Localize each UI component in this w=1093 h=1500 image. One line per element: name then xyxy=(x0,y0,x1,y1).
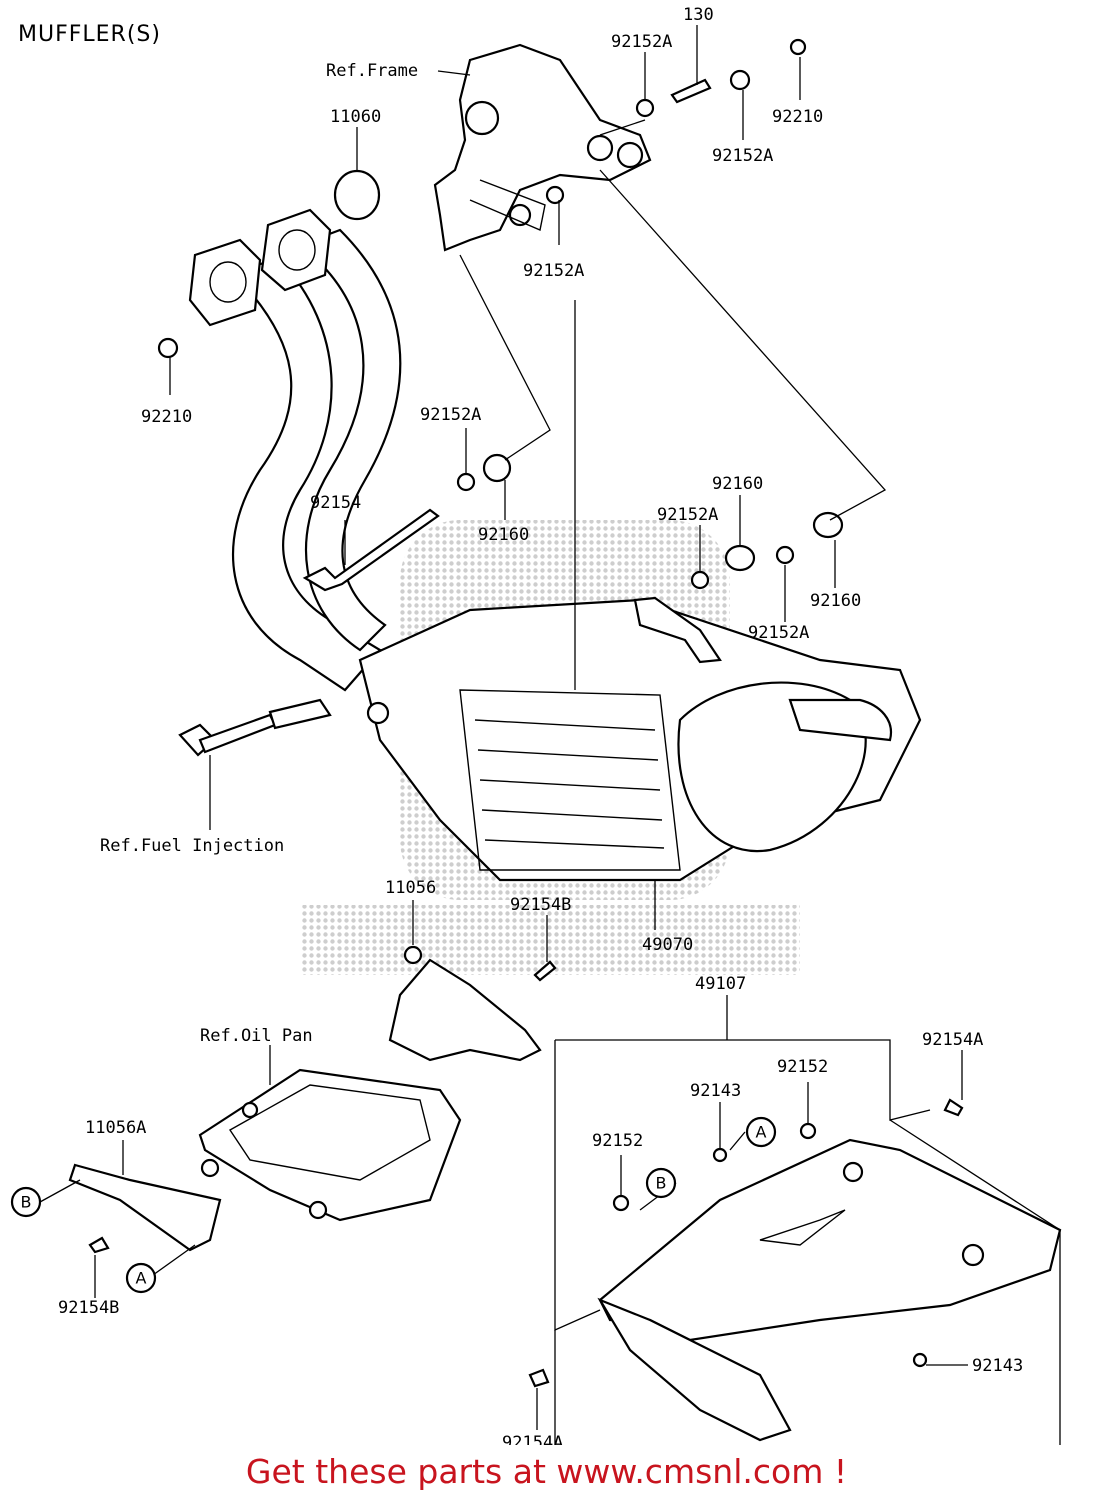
part-label-92160: 92160 xyxy=(712,474,763,494)
callout-b-label: B xyxy=(656,1174,667,1193)
part-label-130: 130 xyxy=(683,5,714,25)
muffler-body xyxy=(358,596,922,882)
gasket-ring xyxy=(333,169,381,221)
part-label-11056: 11056 xyxy=(385,878,436,898)
part-label-92152a: 92152A xyxy=(712,146,773,166)
hardware xyxy=(88,38,964,1388)
footer-link-text[interactable]: Get these parts at www.cmsnl.com ! xyxy=(245,1452,848,1491)
part-label-92154b: 92154B xyxy=(510,895,571,915)
oil-pan xyxy=(198,1068,462,1222)
ref-fuel-injection-label: Ref.Fuel Injection xyxy=(100,836,284,856)
part-label-92154: 92154 xyxy=(310,493,361,513)
part-label-92143: 92143 xyxy=(972,1356,1023,1376)
part-label-92152: 92152 xyxy=(592,1131,643,1151)
part-label-92154a: 92154A xyxy=(922,1030,983,1050)
part-label-92160: 92160 xyxy=(478,525,529,545)
muffler-bracket xyxy=(388,945,542,1062)
callout-a-label: A xyxy=(756,1123,767,1142)
ref-oil-pan-label: Ref.Oil Pan xyxy=(200,1026,313,1046)
part-label-92152a: 92152A xyxy=(611,32,672,52)
exhaust-header-pipes xyxy=(157,208,402,692)
part-label-49070: 49070 xyxy=(642,935,693,955)
page-title: MUFFLER(S) xyxy=(18,22,161,47)
frame-bracket xyxy=(433,43,652,252)
part-label-92210: 92210 xyxy=(141,407,192,427)
part-label-92154b: 92154B xyxy=(58,1298,119,1318)
part-label-92152a: 92152A xyxy=(748,623,809,643)
part-label-11056a: 11056A xyxy=(85,1118,146,1138)
callout-a-upper: A xyxy=(745,1116,777,1148)
bracket-11056a xyxy=(68,1163,222,1252)
part-label-92152: 92152 xyxy=(777,1057,828,1077)
part-label-92152a: 92152A xyxy=(657,505,718,525)
o2-sensor xyxy=(178,698,332,757)
callout-a-lower: A xyxy=(125,1262,157,1294)
part-label-92152a: 92152A xyxy=(420,405,481,425)
part-label-92152a: 92152A xyxy=(523,261,584,281)
part-label-49107: 49107 xyxy=(695,974,746,994)
part-label-92143: 92143 xyxy=(690,1081,741,1101)
callout-b-label: B xyxy=(21,1193,32,1212)
muffler-exploded-diagram: A B B A Ref.Frame Ref.Fuel Injection Ref… xyxy=(10,5,1062,1445)
callout-b-lower: B xyxy=(10,1186,42,1218)
lower-cover xyxy=(597,1138,1062,1442)
ref-frame-label: Ref.Frame xyxy=(326,61,418,81)
leader-lines xyxy=(39,25,1061,1445)
part-label-92210: 92210 xyxy=(772,107,823,127)
part-label-11060: 11060 xyxy=(330,107,381,127)
part-label-92154a: 92154A xyxy=(502,1433,563,1445)
part-label-92160: 92160 xyxy=(810,591,861,611)
callout-a-label: A xyxy=(136,1269,147,1288)
callout-b-upper: B xyxy=(645,1167,677,1199)
